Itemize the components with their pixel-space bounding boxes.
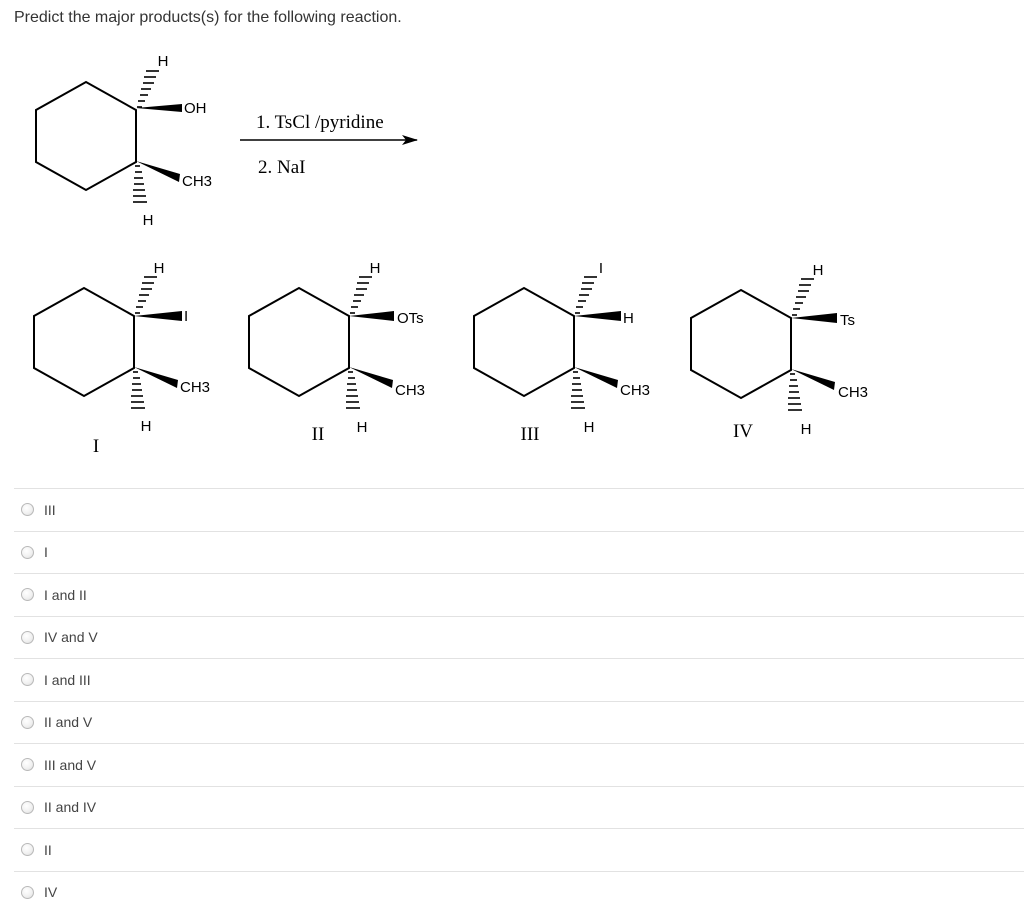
product-3-group1: H (623, 310, 634, 327)
answer-option[interactable]: II (14, 828, 1024, 871)
hash-bond-up (137, 70, 159, 108)
product-4-group1: Ts (840, 312, 855, 329)
reaction-scheme: H OH CH3 H 1. TsCl /pyridine 2. NaI H I … (33, 53, 868, 457)
radio-button[interactable] (21, 885, 34, 899)
hash-bond-down (571, 371, 585, 409)
product-2-bottom: H (357, 419, 368, 436)
answer-option[interactable]: I (14, 530, 1024, 574)
option-label: I and II (44, 586, 87, 603)
wedge-bond (791, 313, 837, 323)
product-1-group1: I (184, 308, 188, 325)
hash-bond-down (788, 373, 802, 411)
product-structure-1: H I CH3 H I (33, 260, 210, 457)
radio-button[interactable] (21, 588, 34, 602)
answer-option[interactable]: IV (14, 870, 1024, 914)
reactant-bottom-h: H (143, 212, 154, 229)
product-2-group2: CH3 (395, 382, 425, 399)
hash-bond-up (350, 276, 372, 314)
product-4-numeral: IV (733, 421, 753, 442)
radio-button[interactable] (21, 715, 34, 729)
product-2-numeral: II (312, 424, 325, 445)
condition-step2: 2. NaI (258, 157, 305, 178)
wedge-bond (574, 367, 618, 388)
reactant-group1: OH (184, 100, 207, 117)
product-4-top: H (813, 262, 824, 279)
radio-button[interactable] (21, 673, 34, 687)
option-label: III (44, 501, 56, 518)
condition-step1: 1. TsCl /pyridine (256, 112, 384, 133)
product-1-group2: CH3 (180, 379, 210, 396)
reaction-conditions: 1. TsCl /pyridine 2. NaI (240, 112, 418, 178)
reactant-structure: H OH CH3 H (35, 53, 212, 229)
option-label: II and IV (44, 799, 97, 816)
product-2-group1: OTs (397, 310, 424, 327)
radio-button[interactable] (21, 843, 34, 857)
radio-button[interactable] (21, 800, 34, 814)
product-3-numeral: III (521, 424, 540, 445)
product-1-top: H (154, 260, 165, 277)
option-label: II (44, 841, 52, 858)
wedge-bond (574, 311, 621, 321)
product-4-bottom: H (801, 421, 812, 438)
question-prompt: Predict the major products(s) for the fo… (14, 9, 402, 26)
answer-option[interactable]: I and III (14, 658, 1024, 701)
wedge-bond (136, 161, 180, 182)
product-structure-3: I H CH3 H III (473, 260, 650, 445)
wedge-bond (349, 311, 394, 321)
answer-option[interactable]: II and IV (14, 785, 1024, 829)
product-2-top: H (370, 260, 381, 277)
option-label: II and V (44, 714, 93, 731)
hash-bond-up (575, 276, 597, 314)
answer-option[interactable]: III and V (14, 743, 1024, 786)
radio-button[interactable] (21, 503, 34, 517)
reactant-group2: CH3 (182, 173, 212, 190)
wedge-bond (134, 367, 178, 388)
option-label: I and III (44, 671, 91, 688)
product-3-bottom: H (584, 419, 595, 436)
answer-option[interactable]: IV and V (14, 615, 1024, 659)
product-1-numeral: I (93, 436, 99, 457)
product-3-top: I (599, 260, 603, 277)
product-3-group2: CH3 (620, 382, 650, 399)
product-structure-2: H OTs CH3 H II (248, 260, 425, 445)
reactant-top-h: H (158, 53, 169, 70)
radio-button[interactable] (21, 545, 34, 559)
hash-bond-up (792, 278, 814, 316)
option-label: III and V (44, 756, 97, 773)
answer-option[interactable]: II and V (14, 700, 1024, 744)
hash-bond-up (135, 276, 157, 314)
option-label: IV (44, 884, 58, 901)
answer-options: III I I and II IV and V I and III II and… (14, 488, 1024, 913)
option-label: IV and V (44, 629, 98, 646)
hash-bond-down (131, 371, 145, 409)
wedge-bond (791, 369, 835, 390)
answer-option[interactable]: III (14, 488, 1024, 531)
option-label: I (44, 544, 48, 561)
product-structure-4: H Ts CH3 H IV (690, 262, 868, 442)
wedge-bond (349, 367, 393, 388)
hash-bond-down (346, 371, 360, 409)
radio-button[interactable] (21, 630, 34, 644)
product-4-group2: CH3 (838, 384, 868, 401)
answer-option[interactable]: I and II (14, 573, 1024, 616)
radio-button[interactable] (21, 758, 34, 772)
product-1-bottom: H (141, 418, 152, 435)
hash-bond-down (133, 165, 147, 203)
wedge-bond (134, 311, 182, 321)
wedge-bond (136, 104, 182, 112)
